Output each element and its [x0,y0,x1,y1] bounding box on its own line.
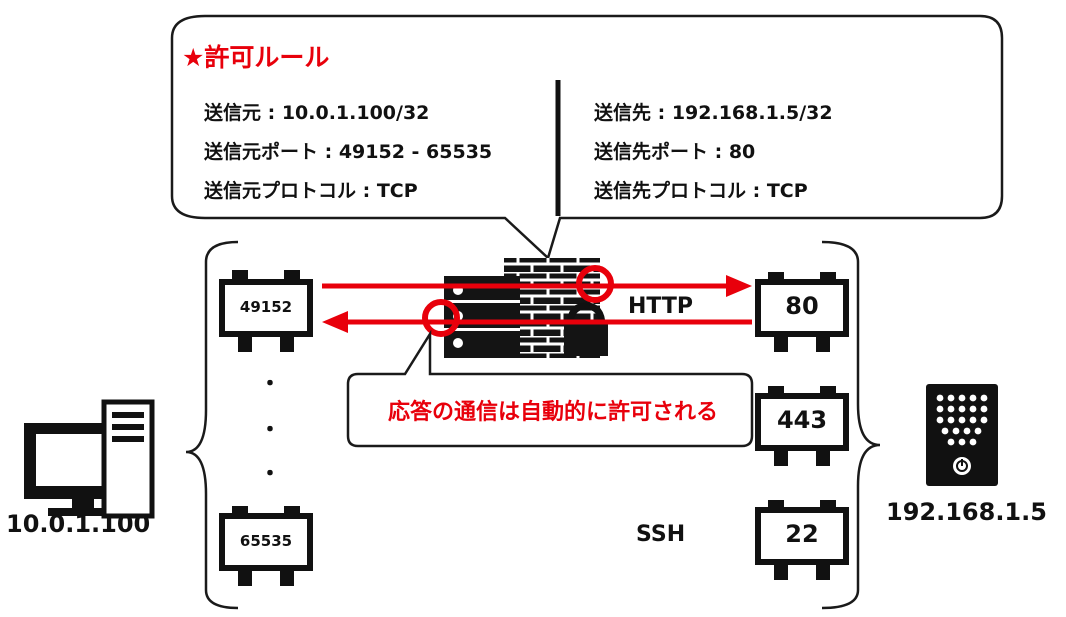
request-arrow [322,275,752,297]
firewall-icon [444,258,608,358]
client-port-bracket [185,240,239,610]
server-port-443-label: 443 [776,406,828,434]
server-ip-label: 192.168.1.5 [886,498,1047,526]
server-tower-icon [926,384,998,486]
rule-source-protocol: 送信元プロトコル : TCP [204,180,418,202]
protocol-ssh-label: SSH [636,522,686,547]
rule-destination-protocol: 送信先プロトコル : TCP [594,180,808,202]
rule-speech-bubble [170,14,1004,261]
server-port-22-label: 22 [785,520,819,548]
response-note-text: 応答の通信は自動的に許可される [387,400,718,425]
desktop-computer-icon [24,399,155,519]
server-port-bracket [821,240,881,610]
client-port-last-label: 65535 [239,532,293,550]
rule-destination: 送信先 : 192.168.1.5/32 [594,102,833,124]
server-port-socket-80 [755,272,849,352]
server-port-80-label: 80 [785,292,819,320]
client-port-ellipsis-dot: ・ [259,418,282,443]
rule-title: ★許可ルール [182,43,330,72]
server-port-socket-22 [755,500,849,580]
client-port-socket-first [219,270,313,352]
client-port-ellipsis-dot: ・ [259,372,282,397]
client-port-socket-last [219,506,313,586]
protocol-http-label: HTTP [628,294,694,319]
response-arrow [322,311,752,333]
response-check-circle [422,299,460,337]
rule-destination-port: 送信先ポート : 80 [594,141,756,163]
response-note-callout [346,329,754,448]
server-port-socket-443 [755,386,849,466]
client-ip-label: 10.0.1.100 [6,510,151,538]
client-port-ellipsis-dot: ・ [259,462,282,487]
request-check-circle [576,265,614,303]
rule-source: 送信元 : 10.0.1.100/32 [204,102,430,124]
client-port-first-label: 49152 [239,298,293,316]
rule-source-port: 送信元ポート : 49152 - 65535 [204,141,493,163]
